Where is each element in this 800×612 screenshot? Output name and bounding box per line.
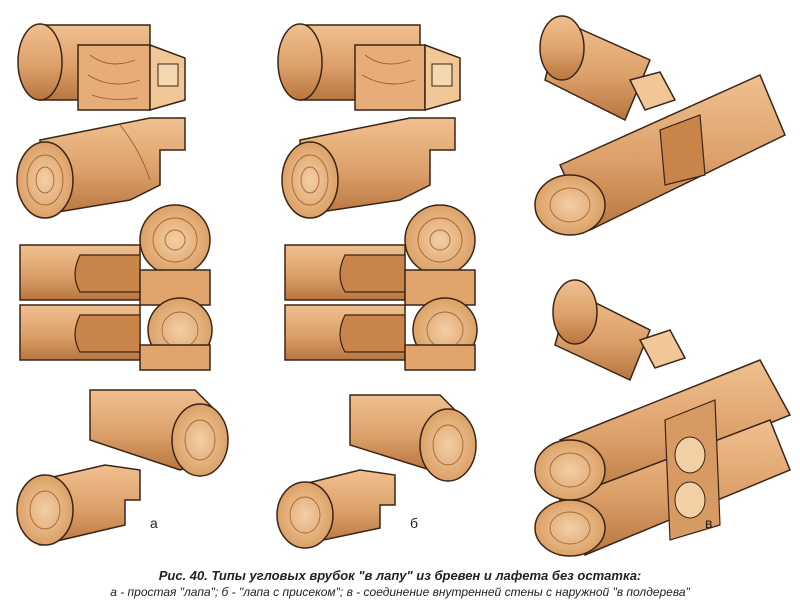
caption-subtitle: а - простая "лапа"; б - "лапа с присеком… [110, 585, 690, 599]
joint-v-cross-log [534, 73, 786, 236]
panel-label-b: б [410, 515, 419, 531]
joint-v-top-log [539, 15, 677, 122]
panel-label-a: а [150, 515, 158, 531]
panel-label-v: в [705, 515, 713, 531]
joint-a-top-log [17, 23, 186, 111]
joint-v-assembly-top-log [552, 279, 687, 382]
joint-b-top-log [277, 23, 461, 111]
figure-caption: Рис. 40. Типы угловых врубок "в лапу" из… [0, 568, 800, 599]
joint-a-wall [19, 204, 213, 371]
joint-b-second-log [281, 117, 456, 219]
joint-b-wall [284, 204, 478, 371]
caption-title: Рис. 40. Типы угловых врубок "в лапу" из… [158, 568, 642, 583]
joint-v-assembly-stack [534, 359, 792, 557]
joint-a-second-log [16, 117, 186, 219]
joint-b-bottom-logs [276, 394, 477, 549]
joint-a-bottom-logs [16, 389, 229, 546]
